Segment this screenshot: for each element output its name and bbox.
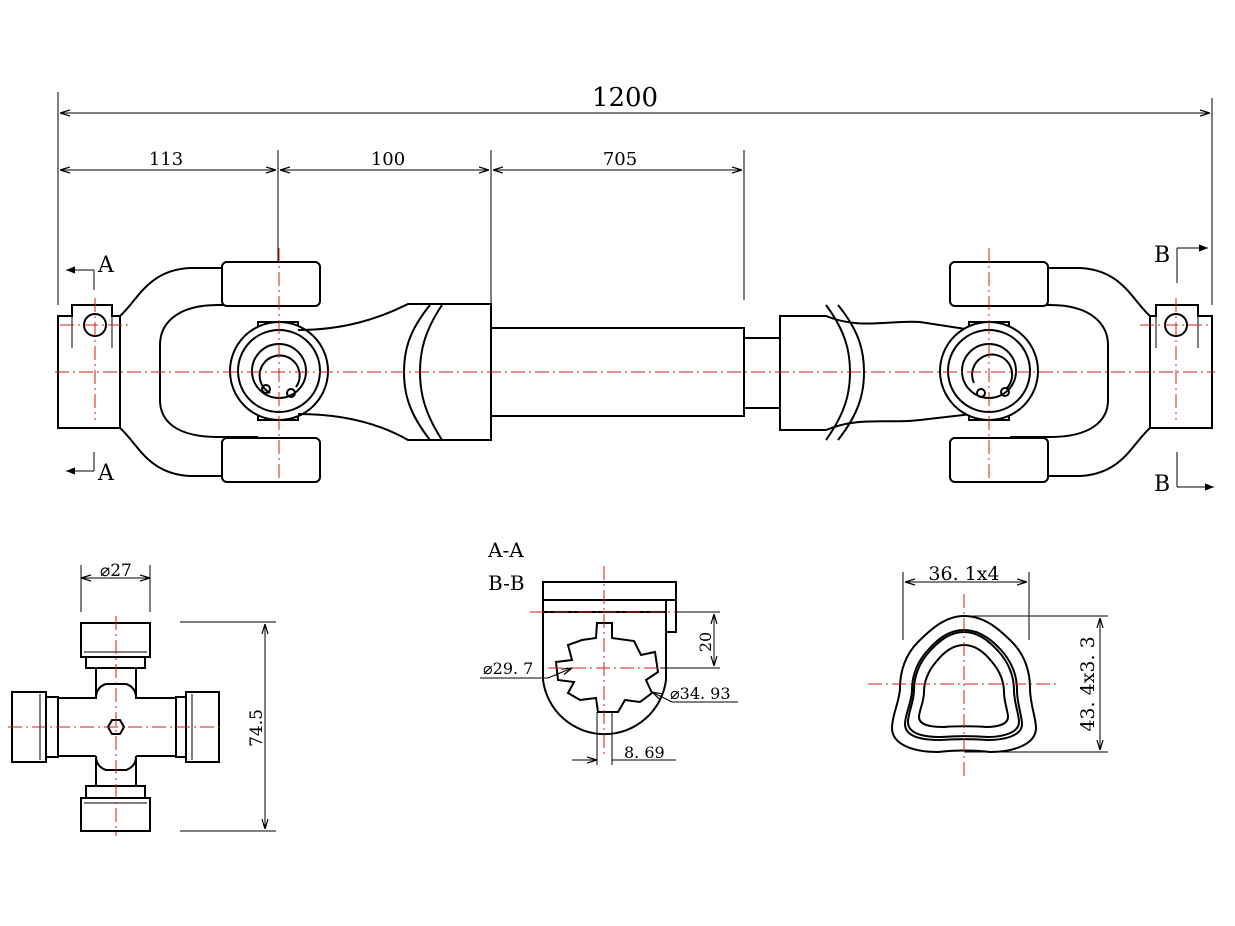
tube-profile-section: 36. 1x4 43. 4x3. 3: [868, 563, 1108, 776]
dim-overall-label: 1200: [592, 83, 658, 113]
spline-section: A-A B-B 20 ⌀29. 7 ⌀34. 93 8. 69: [480, 538, 738, 765]
spline-height-label: 20: [696, 632, 715, 652]
section-b-bottom-label: B: [1154, 472, 1170, 497]
right-yoke: [948, 261, 1151, 483]
top-dimensions: 1200 113 100 705: [57, 83, 1213, 305]
spline-slot-width-label: 8. 69: [624, 743, 665, 762]
shaft-centerlines: [55, 248, 1215, 482]
right-end-flange: [1149, 304, 1213, 429]
section-aa-title: A-A: [487, 538, 524, 562]
tube-width-label: 36. 1x4: [928, 563, 999, 585]
dim-113-label: 113: [149, 149, 183, 170]
tube-height-label: 43. 4x3. 3: [1077, 636, 1099, 731]
spline-inner-diameter-label: ⌀29. 7: [483, 659, 533, 678]
left-end-flange: [57, 304, 121, 429]
cross-diameter-label: ⌀27: [100, 561, 132, 581]
section-b-top-label: B: [1154, 243, 1170, 268]
section-a-top-label: A: [97, 253, 115, 278]
section-bb-title: B-B: [488, 571, 525, 595]
cross-length-label: 74.5: [247, 709, 267, 747]
universal-joint-cross: ⌀27 74.5: [8, 561, 276, 836]
section-a-bottom-label: A: [97, 461, 115, 486]
dim-100-label: 100: [371, 149, 405, 170]
dim-705-label: 705: [603, 149, 637, 170]
shaft-side-view: [55, 248, 1215, 483]
spline-outer-diameter-label: ⌀34. 93: [670, 684, 731, 703]
section-markers: A A B B: [66, 243, 1214, 497]
